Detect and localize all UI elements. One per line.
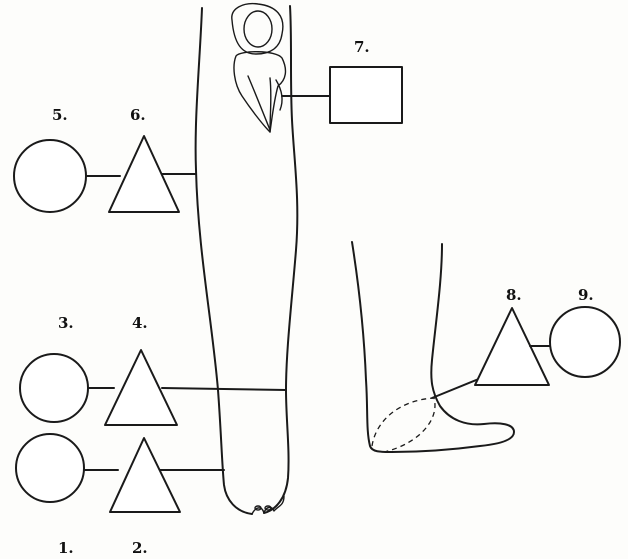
knee-cap-base	[234, 52, 285, 132]
ankle-ellipse	[372, 398, 435, 452]
label-8: 8.	[506, 288, 522, 303]
label-5: 5.	[52, 108, 68, 123]
foot-back-outline	[352, 242, 514, 452]
leg-outline-right	[264, 6, 297, 513]
knee-shade	[276, 80, 282, 110]
label-7: 7.	[354, 40, 370, 55]
label-9: 9.	[578, 288, 594, 303]
leg-outline-left	[196, 8, 252, 514]
circle-3	[20, 354, 88, 422]
label-6: 6.	[130, 108, 146, 123]
label-3: 3.	[58, 316, 74, 331]
connector-4-leg	[162, 388, 286, 390]
circle-5	[14, 140, 86, 212]
triangle-2	[110, 438, 180, 512]
knee-line-2	[270, 78, 271, 132]
label-1: 1.	[58, 541, 74, 556]
foot-side	[352, 242, 514, 452]
label-2: 2.	[132, 541, 148, 556]
circle-9	[550, 307, 620, 377]
square-7	[330, 67, 402, 123]
circle-1	[16, 434, 84, 502]
label-4: 4.	[132, 316, 148, 331]
patella-inner	[244, 11, 272, 47]
knee-patella	[232, 4, 286, 132]
knee-line-1	[248, 76, 270, 130]
